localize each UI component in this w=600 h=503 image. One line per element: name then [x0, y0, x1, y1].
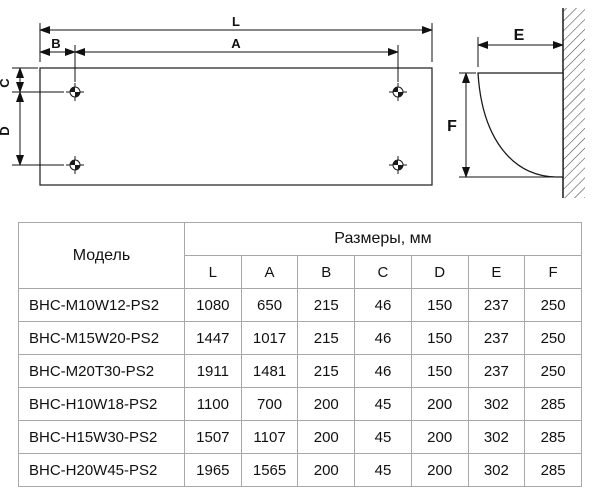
table-cell: 250	[524, 288, 582, 322]
table-cell: 1965	[184, 453, 242, 487]
table-cell: 45	[354, 420, 412, 454]
table-header-row: Модель Размеры, мм	[18, 222, 582, 289]
mounting-holes	[66, 83, 407, 174]
model-cell: BHC-M20T30-PS2	[18, 354, 185, 388]
col-header-L: L	[184, 255, 242, 289]
col-header-B: B	[297, 255, 356, 289]
table-row: BHC-H20W45-PS2 1965 1565 200 45 200 302 …	[18, 453, 582, 487]
table-cell: 1080	[184, 288, 242, 322]
table-cell: 302	[467, 420, 526, 454]
table-cell: 650	[240, 288, 299, 322]
mounting-hole	[389, 83, 407, 101]
table-cell: 285	[524, 453, 582, 487]
wall-hatching	[563, 8, 585, 198]
table-cell: 150	[410, 321, 469, 355]
table-cell: 250	[524, 321, 582, 355]
table-cell: 200	[410, 420, 469, 454]
table-cell: 1911	[184, 354, 242, 388]
table-cell: 1481	[240, 354, 299, 388]
table-cell: 285	[524, 420, 582, 454]
model-cell: BHC-H20W45-PS2	[18, 453, 185, 487]
mounting-hole	[66, 83, 84, 101]
dim-label-C: C	[0, 78, 12, 88]
table-cell: 1017	[240, 321, 299, 355]
col-header-E: E	[467, 255, 526, 289]
dim-label-F: F	[447, 118, 457, 135]
table-cell: 200	[297, 420, 356, 454]
table-cell: 237	[467, 321, 526, 355]
model-cell: BHC-M10W12-PS2	[18, 288, 185, 322]
table-cell: 237	[467, 354, 526, 388]
spec-table: Модель Размеры, мм L A B C D E F BHC-M10…	[18, 222, 582, 487]
mounting-hole	[66, 156, 84, 174]
dim-label-A: A	[231, 36, 241, 51]
dim-label-E: E	[514, 27, 525, 44]
table-cell: 285	[524, 387, 582, 421]
table-cell: 150	[410, 354, 469, 388]
table-columns-row: L A B C D E F	[19, 255, 582, 289]
dim-label-D: D	[0, 126, 12, 135]
table-cell: 1507	[184, 420, 242, 454]
table-cell: 200	[297, 453, 356, 487]
table-row: BHC-H10W18-PS2 1100 700 200 45 200 302 2…	[18, 387, 582, 421]
table-cell: 1100	[184, 387, 242, 421]
table-cell: 302	[467, 387, 526, 421]
table-cell: 150	[410, 288, 469, 322]
dimension-E	[477, 37, 564, 67]
model-cell: BHC-H15W30-PS2	[18, 420, 185, 454]
table-cell: 45	[354, 387, 412, 421]
table-row: BHC-M10W12-PS2 1080 650 215 46 150 237 2…	[18, 288, 582, 322]
table-cell: 250	[524, 354, 582, 388]
col-header-A: A	[240, 255, 299, 289]
table-cell: 45	[354, 453, 412, 487]
model-cell: BHC-M15W20-PS2	[18, 321, 185, 355]
front-view	[39, 67, 433, 186]
col-header-D: D	[410, 255, 469, 289]
table-cell: 46	[354, 321, 412, 355]
table-cell: 1565	[240, 453, 299, 487]
table-cell: 237	[467, 288, 526, 322]
table-cell: 46	[354, 354, 412, 388]
table-row: BHC-M20T30-PS2 1911 1481 215 46 150 237 …	[18, 354, 582, 388]
model-header: Модель	[18, 222, 185, 289]
table-cell: 215	[297, 354, 356, 388]
unit-profile	[477, 72, 564, 178]
table-cell: 200	[410, 453, 469, 487]
dimension-D	[12, 91, 64, 166]
table-cell: 1107	[240, 420, 299, 454]
table-cell: 700	[240, 387, 299, 421]
table-row: BHC-M15W20-PS2 1447 1017 215 46 150 237 …	[18, 321, 582, 355]
panel-outline	[39, 67, 433, 186]
dimension-drawing: L A B C D	[0, 8, 585, 198]
col-header-C: C	[354, 255, 412, 289]
model-cell: BHC-H10W18-PS2	[18, 387, 185, 421]
table-cell: 1447	[184, 321, 242, 355]
table-cell: 215	[297, 321, 356, 355]
dimension-F	[459, 72, 554, 178]
dim-label-B: B	[51, 36, 60, 51]
dim-label-L: L	[232, 14, 240, 29]
mounting-hole	[389, 156, 407, 174]
side-view	[477, 8, 585, 198]
table-cell: 200	[410, 387, 469, 421]
sizes-header: Размеры, мм	[184, 222, 582, 256]
table-row: BHC-H15W30-PS2 1507 1107 200 45 200 302 …	[18, 420, 582, 454]
table-cell: 46	[354, 288, 412, 322]
table-cell: 215	[297, 288, 356, 322]
col-header-F: F	[524, 255, 582, 289]
table-cell: 302	[467, 453, 526, 487]
table-cell: 200	[297, 387, 356, 421]
